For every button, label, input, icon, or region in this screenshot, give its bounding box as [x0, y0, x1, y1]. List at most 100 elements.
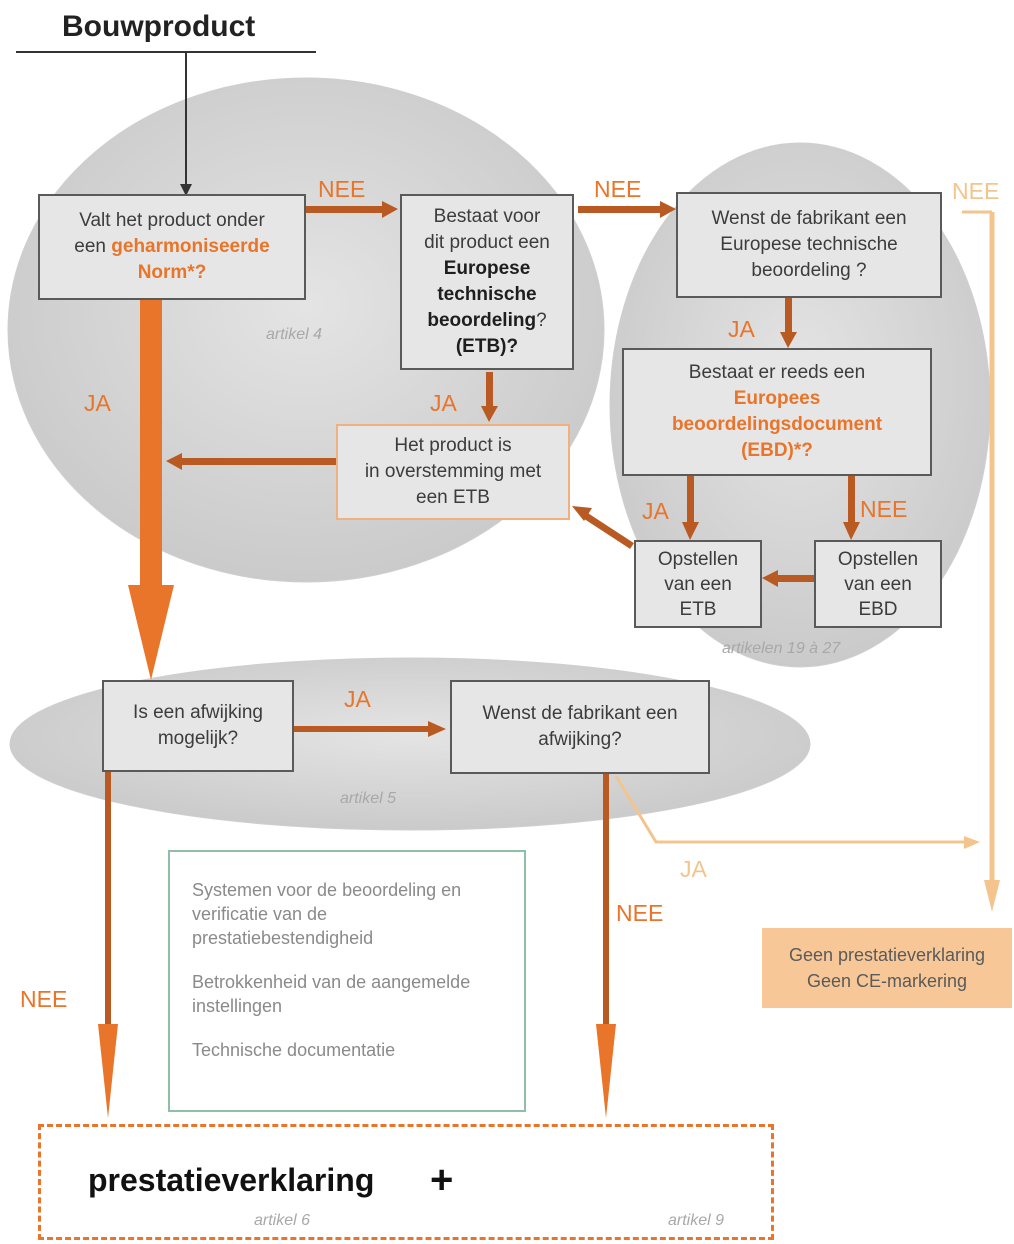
etb-line3: ETB — [679, 598, 717, 620]
arrow-q3-q4-head — [780, 332, 797, 348]
q2-bold2: technische — [437, 284, 537, 305]
article-19-27: artikelen 19 à 27 — [722, 640, 841, 657]
arrow-q4-etb — [687, 476, 694, 524]
ebd-line3: EBD — [858, 598, 898, 620]
q1-line2-prefix: een — [74, 236, 112, 257]
label-ja-left: JA — [84, 390, 111, 416]
result-box — [38, 1124, 774, 1240]
box-afwijking-mogelijk: Is een afwijking mogelijk? — [102, 680, 294, 772]
article-6: artikel 6 — [254, 1212, 311, 1229]
geen-line2: Geen CE-markering — [806, 971, 968, 991]
arrow-light-ja — [614, 775, 968, 844]
box-q2-etb-exists: Bestaat voor dit product een Europese te… — [400, 194, 574, 370]
q2-line2: dit product een — [424, 232, 550, 253]
arrow-nee-right — [603, 774, 609, 1026]
box-q1-harmonised-norm: Valt het product onder een geharmoniseer… — [38, 194, 306, 300]
arrow-nee-left-head — [98, 1024, 118, 1118]
arrow-etb-conform — [584, 513, 634, 549]
info-item-3: Technische documentatie — [192, 1040, 396, 1060]
arrow-big-ja-head — [128, 585, 174, 680]
article-5: artikel 5 — [340, 790, 397, 807]
arrow-ebd-etb — [776, 575, 814, 582]
arrow-q2-conform-head — [481, 406, 498, 422]
box-afwijking-wens: Wenst de fabrikant een afwijking? — [450, 680, 710, 774]
arrow-q3-q4 — [785, 298, 792, 334]
etb-line1: Opstellen — [657, 548, 739, 570]
arrow-light-ja-head — [964, 836, 980, 849]
result-plus: + — [430, 1158, 454, 1202]
conform-line2: in overstemming met — [364, 461, 542, 482]
arrow-afw-ja — [294, 726, 430, 732]
q2-line1: Bestaat voor — [433, 206, 541, 227]
afw-wens-line2: afwijking? — [538, 729, 622, 750]
result-label: prestatieverklaring — [88, 1162, 375, 1198]
box-q3-fabrikant-etb: Wenst de fabrikant een Europese technisc… — [676, 192, 942, 298]
arrow-q1-q2 — [304, 206, 384, 213]
label-nee-q2: NEE — [594, 176, 642, 202]
arrow-q4-ebd-head — [843, 522, 860, 540]
article-4: artikel 4 — [266, 326, 323, 343]
page-title: Bouwproduct — [62, 10, 256, 43]
box-opstellen-etb: Opstellen van een ETB — [634, 540, 762, 628]
arrow-q4-etb-head — [682, 522, 699, 540]
q3-line1: Wenst de fabrikant een — [711, 208, 907, 229]
arrow-conform-left — [180, 458, 336, 465]
q1-line3: Norm*? — [137, 262, 207, 283]
afw-wens-line1: Wenst de fabrikant een — [482, 703, 678, 724]
arrow-big-ja-shaft — [140, 300, 162, 590]
info-box: Systemen voor de beoordeling en verifica… — [168, 850, 526, 1112]
label-nee-left: NEE — [20, 986, 68, 1012]
label-nee-right: NEE — [616, 900, 664, 926]
label-nee-q3: NEE — [952, 178, 1000, 204]
conform-line1: Het product is — [394, 435, 512, 456]
ebd-line2: van een — [844, 573, 912, 595]
arrow-afw-ja-head — [428, 721, 446, 737]
q4-hl1: Europees — [733, 388, 821, 409]
ebd-line1: Opstellen — [837, 548, 919, 570]
q4-line1: Bestaat er reeds een — [688, 362, 866, 383]
arrow-conform-left-head — [166, 453, 182, 470]
box-opstellen-ebd: Opstellen van een EBD — [814, 540, 942, 628]
arrow-etb-conform-head — [572, 506, 592, 521]
q2-bold3: beoordeling — [427, 310, 537, 331]
arrowhead-q1 — [180, 184, 192, 196]
label-ja-q4: JA — [642, 498, 669, 524]
geen-line1: Geen prestatieverklaring — [788, 945, 986, 965]
arrow-ebd-etb-head — [762, 570, 778, 587]
arrow-q1-q2-head — [382, 201, 398, 218]
q2-bold1: Europese — [443, 258, 531, 279]
box-geen-verklaring: Geen prestatieverklaring Geen CE-markeri… — [762, 928, 1012, 1008]
arrow-q4-ebd — [848, 476, 855, 524]
q2-bold4: (ETB)? — [455, 336, 519, 357]
afw-mog-line1: Is een afwijking — [133, 702, 263, 723]
label-ja-q3: JA — [728, 316, 755, 342]
q1-highlight: geharmoniseerde — [111, 236, 270, 257]
label-ja-afwijking: JA — [344, 686, 371, 712]
arrow-nee-left — [105, 772, 111, 1026]
q2-line5: beoordeling? — [427, 308, 546, 334]
q3-line2: Europese technische — [720, 234, 898, 255]
arrow-light-nee-head — [984, 880, 1000, 912]
afw-mog-line2: mogelijk? — [157, 728, 239, 749]
etb-line2: van een — [664, 573, 732, 595]
article-9: artikel 9 — [668, 1212, 725, 1229]
arrow-q2-conform — [486, 372, 493, 408]
label-nee-q1: NEE — [318, 176, 366, 202]
q3-line3: beoordeling ? — [751, 260, 867, 281]
info-item-1: Systemen voor de beoordeling en verifica… — [192, 880, 462, 948]
label-ja-light: JA — [680, 856, 707, 882]
info-item-2: Betrokkenheid van de aangemelde instelli… — [192, 972, 471, 1016]
arrow-q2-q3-head — [660, 201, 676, 218]
label-nee-ebd: NEE — [860, 496, 908, 522]
q1-line1: Valt het product onder — [79, 210, 265, 231]
conform-line3: een ETB — [416, 487, 490, 508]
arrow-nee-right-head — [596, 1024, 616, 1118]
box-conform-etb: Het product is in overstemming met een E… — [336, 424, 570, 520]
q4-hl2: beoordelingsdocument — [671, 414, 883, 435]
q4-hl3: (EBD)*? — [741, 440, 813, 461]
label-ja-etb: JA — [430, 390, 457, 416]
box-q4-ebd-exists: Bestaat er reeds een Europees beoordelin… — [622, 348, 932, 476]
q1-line2: een geharmoniseerde — [74, 234, 269, 260]
arrow-q2-q3 — [578, 206, 662, 213]
q2-q-suffix: ? — [536, 310, 547, 331]
